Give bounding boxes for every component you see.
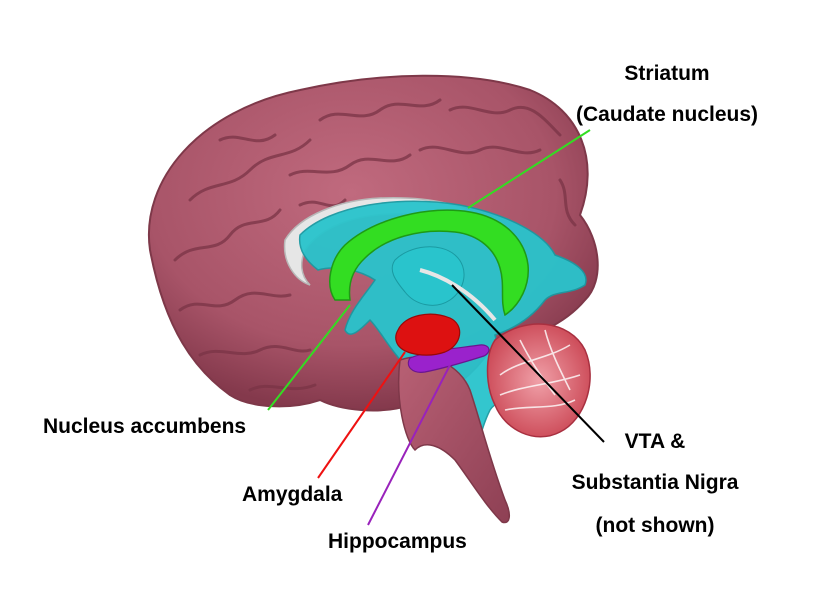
brainstem: [397, 356, 510, 524]
thalamus-region: [391, 246, 465, 306]
label-vta: VTA &: [624, 430, 686, 453]
vta-leader-line: [451, 284, 605, 443]
cerebellum-folia: [499, 329, 581, 411]
label-not-shown: (not shown): [595, 514, 715, 537]
label-substantia-nigra: Substantia Nigra: [571, 471, 739, 494]
amygdala: [395, 313, 461, 356]
label-nucleus-accumbens: Nucleus accumbens: [43, 415, 247, 438]
amygdala-leader-line: [317, 351, 406, 479]
label-caudate-nucleus: (Caudate nucleus): [575, 103, 759, 126]
nucleus-accumbens-leader-line: [267, 304, 351, 411]
label-hippocampus: Hippocampus: [328, 530, 467, 553]
cerebellum: [486, 323, 591, 438]
label-amygdala: Amygdala: [242, 483, 343, 506]
caudate-nucleus: [329, 209, 529, 317]
fornix: [419, 268, 497, 322]
hippocampus: [407, 344, 490, 373]
striatum-leader-line: [467, 129, 591, 209]
gyri-texture: [173, 98, 577, 392]
label-striatum: Striatum: [624, 62, 710, 85]
hippocampus-leader-line: [367, 364, 451, 526]
